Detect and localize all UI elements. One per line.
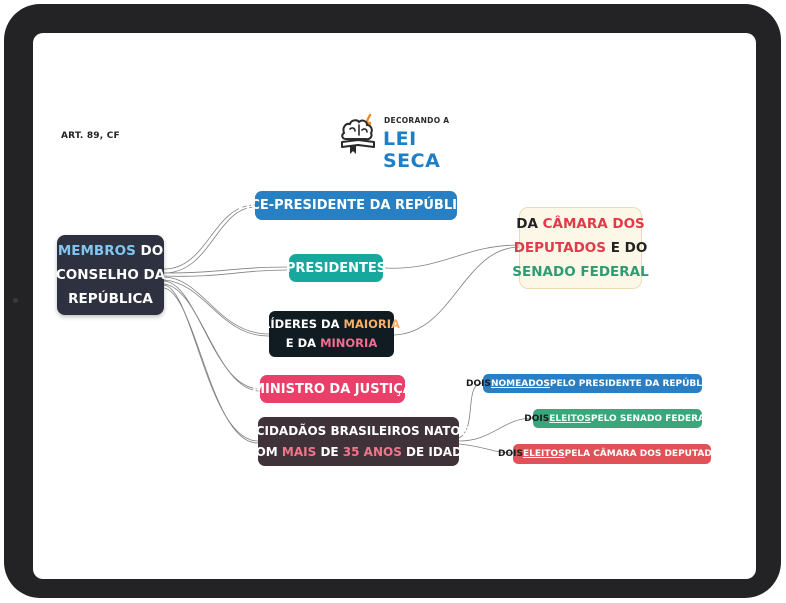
wire-root-vice-2	[163, 206, 256, 274]
detail-nomeados-presidente: DOIS NOMEADOS PELO PRESIDENTE DA REPÚBLI…	[466, 374, 719, 393]
wire-root-lid-2	[163, 279, 270, 337]
cidadaos-com: COM	[246, 444, 282, 459]
cidadaos-35-anos: 35 ANOS	[342, 444, 402, 459]
node-ministro: MINISTRO DA JUSTIÇA	[252, 375, 413, 403]
root-line3: REPÚBLICA	[68, 291, 153, 307]
cidadaos-idade: DE IDADE	[401, 444, 471, 459]
node-presidentes: PRESIDENTES	[286, 254, 386, 282]
detail3-post: PELA CÂMARA DOS DEPUTADOS	[564, 449, 726, 459]
root-node: MEMBROS DO CONSELHO DA REPÚBLICA	[55, 235, 166, 315]
wire-root-pres	[163, 266, 290, 274]
wire-root-vice	[163, 204, 256, 270]
detail1-dois: DOIS	[466, 378, 491, 389]
wire-pres-camara	[382, 244, 520, 269]
wire-root-cid-2	[163, 287, 259, 444]
detail1-post: PELO PRESIDENTE DA REPÚBLICA	[549, 378, 719, 389]
node-lideres: LÍDERES DA MAIORIA E DA MINORIA	[263, 311, 400, 357]
node-vice-presidente: VICE-PRESIDENTE DA REPÚBLICA	[235, 191, 477, 220]
node-cidadaos: 6 CIDADÃOS BRASILEIROS NATOS, COM MAIS D…	[243, 417, 474, 466]
root-highlight: MEMBROS	[57, 243, 136, 259]
detail1-key: NOMEADOS	[491, 378, 550, 389]
detail2-post: PELO SENADO FEDERAL	[590, 413, 711, 424]
wire-cid-d3	[458, 443, 514, 454]
wire-root-cid	[163, 284, 259, 442]
camera-dot	[13, 298, 18, 303]
detail3-dois: DOIS	[498, 449, 523, 459]
root-line1-rest: DO	[135, 243, 164, 259]
camara-deputados: DEPUTADOS	[513, 240, 606, 256]
detail-eleitos-senado: DOIS ELEITOS PELO SENADO FEDERAL	[524, 409, 711, 428]
lideres-line1-pre: LÍDERES DA	[263, 317, 344, 331]
tablet-frame: ART. 89, CF DECORANDO A LEI SECA	[4, 4, 781, 598]
tablet-screen: ART. 89, CF DECORANDO A LEI SECA	[33, 33, 756, 579]
wire-cid-d2	[458, 417, 534, 442]
detail2-dois: DOIS	[524, 413, 550, 424]
wire-root-min-2	[163, 283, 261, 392]
logo: DECORANDO A LEI SECA	[336, 111, 466, 172]
logo-title: LEI SECA	[383, 128, 441, 172]
article-reference: ART. 89, CF	[61, 131, 120, 141]
cidadaos-line1: 6 CIDADÃOS BRASILEIROS NATOS,	[243, 423, 474, 438]
camara-e-do: E DO	[606, 240, 648, 256]
wire-root-lid	[163, 276, 270, 335]
detail-eleitos-camara: DOIS ELEITOS PELA CÂMARA DOS DEPUTADOS	[498, 444, 726, 464]
connector-lines	[163, 204, 534, 454]
detail2-key: ELEITOS	[549, 413, 591, 424]
lideres-minoria: MINORIA	[320, 336, 378, 350]
logo-tagline: DECORANDO A	[384, 116, 450, 125]
camara-da: DA	[516, 216, 543, 232]
camara-camara-dos: CÂMARA DOS	[542, 216, 645, 232]
wire-root-pres-2	[163, 269, 290, 277]
lideres-line2-pre: E DA	[285, 336, 321, 350]
node-camara-senado: DA CÂMARA DOS DEPUTADOS E DO SENADO FEDE…	[512, 207, 649, 289]
detail3-key: ELEITOS	[522, 449, 565, 459]
cidadaos-mais: MAIS	[281, 444, 317, 459]
camara-senado-federal: SENADO FEDERAL	[512, 264, 649, 280]
wire-cid-d1	[458, 382, 484, 439]
wire-lid-camara	[393, 246, 520, 336]
root-line2: CONSELHO DA	[55, 267, 166, 283]
lideres-maioria: MAIORIA	[343, 317, 400, 331]
brain-book-icon	[341, 113, 375, 154]
wire-root-min	[163, 280, 261, 390]
cidadaos-de: DE	[316, 444, 343, 459]
